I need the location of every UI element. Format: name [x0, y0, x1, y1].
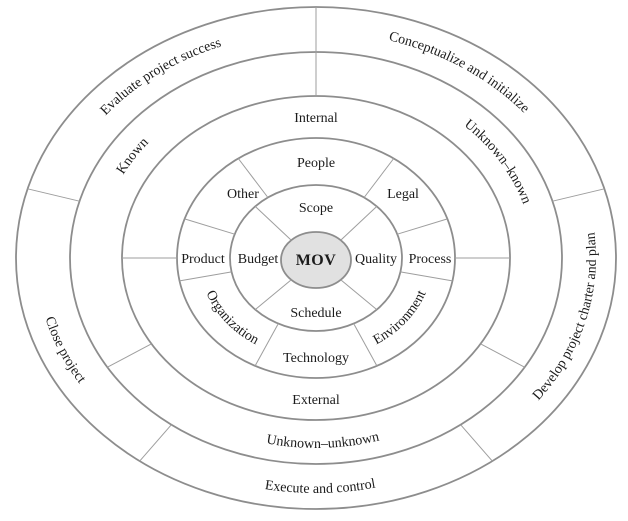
- label-internal: Internal: [294, 111, 338, 126]
- divider-ring5-sw: [139, 424, 172, 462]
- label-organization: Organization: [203, 288, 261, 348]
- divider-ring2-process-environment: [400, 271, 453, 282]
- label-unknown-unknown: Unknown–unknown: [265, 430, 380, 452]
- divider-ring5-ne: [552, 188, 605, 202]
- label-develop-project-charter-and-plan: Develop project charter and plan: [530, 232, 600, 404]
- divider-ring2-technology-organization: [254, 323, 279, 367]
- label-environment: Environment: [371, 288, 430, 348]
- segment-dividers: [27, 7, 605, 462]
- label-conceptualize-and-initialize: Conceptualize and initialize: [387, 29, 532, 116]
- label-execute-and-control: Execute and control: [264, 477, 377, 497]
- label-legal: Legal: [387, 187, 419, 202]
- label-scope: Scope: [299, 201, 333, 216]
- divider-ring5-nw: [27, 188, 80, 202]
- label-evaluate-project-success: Evaluate project success: [98, 36, 223, 119]
- divider-ring2-product-other: [184, 218, 235, 235]
- divider-ring2-other-people: [237, 158, 269, 198]
- divider-ring1-ne: [340, 206, 378, 241]
- divider-ring2-legal-process: [397, 218, 448, 235]
- ring1-outline: [229, 184, 403, 332]
- label-budget: Budget: [238, 252, 279, 267]
- center-hub-circle: [280, 231, 352, 289]
- label-mov: MOV: [296, 252, 337, 269]
- label-process: Process: [409, 252, 452, 267]
- divider-ring4-sw: [107, 343, 152, 368]
- label-quality: Quality: [355, 252, 397, 267]
- label-close-project: Close project: [42, 315, 89, 387]
- divider-ring1-se: [340, 279, 378, 310]
- label-technology: Technology: [283, 351, 349, 366]
- divider-ring1-sw: [254, 279, 292, 310]
- label-people: People: [297, 156, 335, 171]
- divider-ring5-se: [460, 424, 493, 462]
- divider-ring1-nw: [254, 206, 292, 241]
- label-external: External: [292, 393, 340, 408]
- label-schedule: Schedule: [290, 306, 341, 321]
- divider-ring4-se: [480, 343, 525, 368]
- label-known: Known: [114, 135, 152, 177]
- divider-ring2-environment-technology: [353, 323, 378, 367]
- divider-ring2-people-legal: [363, 158, 395, 198]
- label-product: Product: [181, 252, 225, 267]
- label-other: Other: [227, 187, 259, 202]
- divider-ring2-organization-product: [179, 271, 232, 282]
- straight-labels: MOV Scope Quality Schedule Budget People…: [181, 111, 451, 408]
